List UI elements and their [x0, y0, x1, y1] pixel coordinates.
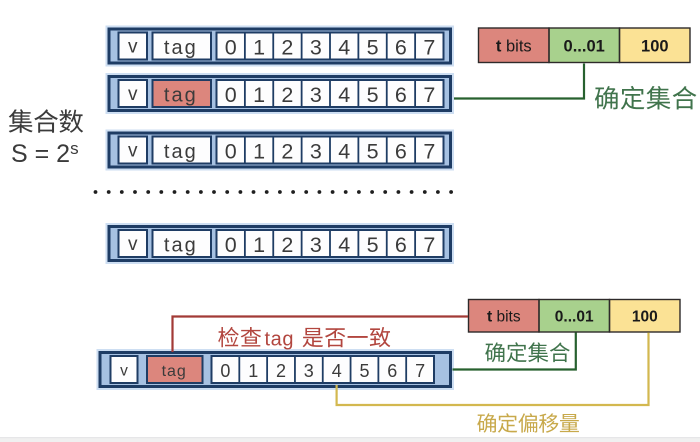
svg-text:1: 1 — [253, 233, 265, 257]
svg-text:v: v — [128, 84, 138, 105]
svg-text:0...01: 0...01 — [555, 308, 594, 325]
svg-text:6: 6 — [395, 140, 407, 164]
svg-text:2: 2 — [281, 140, 293, 164]
svg-text:5: 5 — [367, 36, 379, 60]
svg-text:1: 1 — [248, 361, 258, 381]
svg-text:6: 6 — [395, 36, 407, 60]
svg-text:5: 5 — [359, 361, 369, 381]
svg-text:2: 2 — [276, 361, 286, 381]
svg-text:v: v — [128, 141, 138, 162]
svg-text:tag: tag — [164, 235, 198, 257]
svg-text:S = 2s: S = 2s — [11, 139, 79, 168]
svg-text:tag: tag — [164, 141, 198, 163]
svg-text:3: 3 — [304, 361, 314, 381]
svg-text:6: 6 — [395, 83, 407, 107]
svg-text:5: 5 — [367, 140, 379, 164]
svg-text:3: 3 — [310, 140, 322, 164]
svg-text:0...01: 0...01 — [564, 38, 605, 56]
svg-text:tag: tag — [164, 85, 198, 107]
svg-text:1: 1 — [253, 140, 265, 164]
svg-text:5: 5 — [367, 83, 379, 107]
svg-text:5: 5 — [367, 233, 379, 257]
svg-text:2: 2 — [281, 36, 293, 60]
svg-text:2: 2 — [281, 233, 293, 257]
svg-text:0: 0 — [225, 36, 237, 60]
svg-text:1: 1 — [253, 83, 265, 107]
svg-text:4: 4 — [338, 233, 350, 257]
svg-text:6: 6 — [395, 233, 407, 257]
svg-text:v: v — [120, 363, 128, 380]
svg-text:100: 100 — [632, 308, 658, 325]
svg-text:t bits: t bits — [496, 38, 532, 56]
svg-text:0: 0 — [225, 140, 237, 164]
svg-text:6: 6 — [387, 361, 397, 381]
svg-text:3: 3 — [310, 233, 322, 257]
svg-text:v: v — [128, 234, 138, 255]
svg-text:t bits: t bits — [487, 308, 521, 325]
svg-text:7: 7 — [423, 83, 435, 107]
svg-text:7: 7 — [423, 233, 435, 257]
svg-text:2: 2 — [281, 83, 293, 107]
svg-text:tag: tag — [162, 363, 187, 380]
svg-text:7: 7 — [423, 36, 435, 60]
svg-text:7: 7 — [423, 140, 435, 164]
svg-text:4: 4 — [338, 36, 350, 60]
svg-text:0: 0 — [225, 233, 237, 257]
svg-text:tag: tag — [265, 329, 295, 351]
svg-text:0: 0 — [220, 361, 230, 381]
svg-text:4: 4 — [332, 361, 342, 381]
svg-text:3: 3 — [310, 83, 322, 107]
svg-text:0: 0 — [225, 83, 237, 107]
svg-text:7: 7 — [415, 361, 425, 381]
svg-text:100: 100 — [641, 38, 669, 56]
svg-text:4: 4 — [338, 83, 350, 107]
svg-text:tag: tag — [164, 37, 198, 59]
svg-text:1: 1 — [253, 36, 265, 60]
svg-text:4: 4 — [338, 140, 350, 164]
svg-text:v: v — [128, 37, 138, 58]
svg-text:3: 3 — [310, 36, 322, 60]
